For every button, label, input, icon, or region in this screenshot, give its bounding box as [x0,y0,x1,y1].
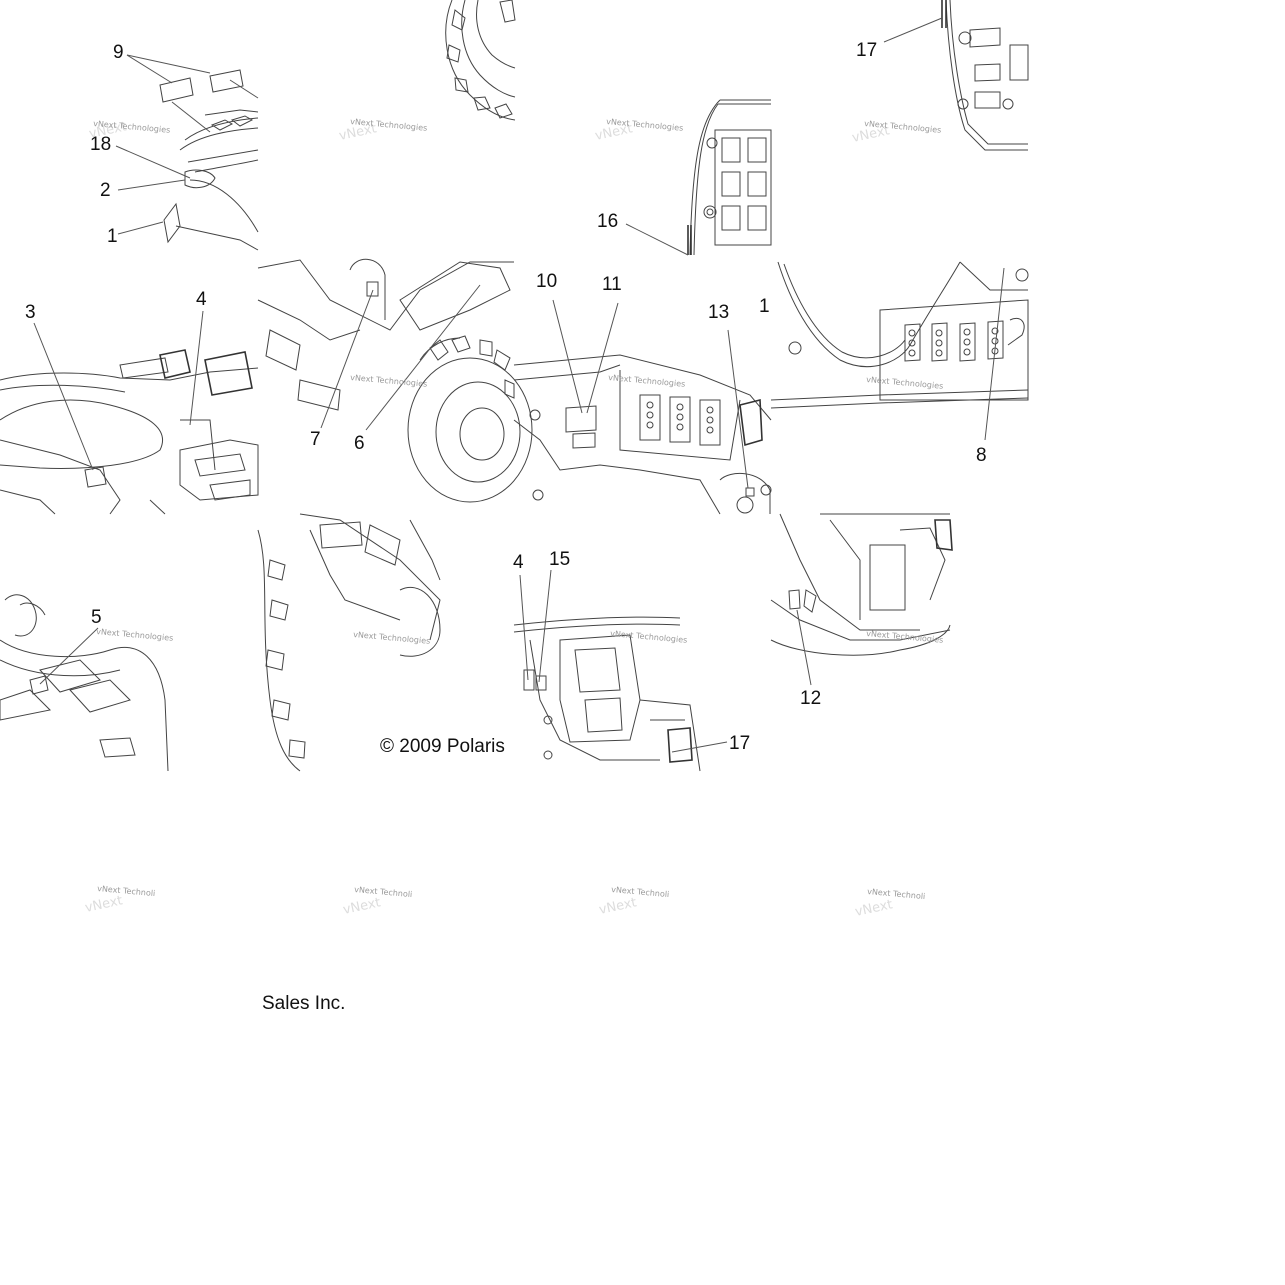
callout-17-bottom: 17 [729,733,750,754]
callout-5: 5 [91,607,102,628]
callout-3: 3 [25,302,36,323]
callout-6: 6 [354,433,365,454]
copyright-continuation: Sales Inc. [262,993,346,1014]
callout-18: 18 [90,134,111,155]
watermark: vNext Technologies [350,373,428,389]
callout-4-bottom: 4 [513,552,524,573]
svg-text:vNext: vNext [342,895,382,918]
svg-text:vNext: vNext [854,897,894,920]
tile-front-rack [513,569,728,772]
tile-tire-top [445,0,516,121]
svg-text:vNext: vNext [598,895,638,918]
tile-tire-side [257,513,441,772]
callout-11: 11 [602,274,622,295]
watermarks: vNext vNext Technologies vNext vNext Tec… [84,117,944,920]
watermark-cut: vNext Technoli [867,887,926,901]
tile-fender-side [883,0,1029,151]
tile-rear-fender [625,99,772,256]
callout-15: 15 [549,549,570,570]
tile-seat-side [0,310,259,515]
watermark: vNext Technologies [608,373,686,389]
callout-16: 16 [597,211,618,232]
watermark: vNext Technologies [866,375,944,391]
callout-4-top: 4 [196,289,207,310]
watermark: vNext Technologies [96,627,174,643]
callout-17-top: 17 [856,40,877,61]
callout-9: 9 [113,42,124,63]
copyright-text: © 2009 Polaris [380,736,505,757]
watermark-cut: vNext Technoli [354,885,413,899]
callout-8: 8 [976,445,987,466]
callout-10: 10 [536,271,557,292]
watermark-cut: vNext Technoli [611,885,670,899]
tile-center-body [513,299,772,515]
callout-2: 2 [100,180,111,201]
watermark: vNext Technologies [866,629,944,645]
callout-13: 13 [708,302,729,323]
tile-front-wheel [257,258,533,503]
tile-rear-rack [115,54,259,251]
callout-labels: 9 18 2 1 17 16 3 4 7 6 10 11 13 1 8 5 4 … [25,40,987,754]
watermark: vNext Technologies [610,629,688,645]
callout-12: 12 [800,688,821,709]
tile-front-fender [0,594,169,772]
svg-text:vNext: vNext [84,893,124,916]
tile-front-fender-side [770,513,953,686]
tile-fender-bottom [770,261,1029,441]
callout-14: 1 [759,296,770,317]
watermark: vNext Technologies [353,630,431,646]
callout-7: 7 [310,429,321,450]
callout-1: 1 [107,226,118,247]
